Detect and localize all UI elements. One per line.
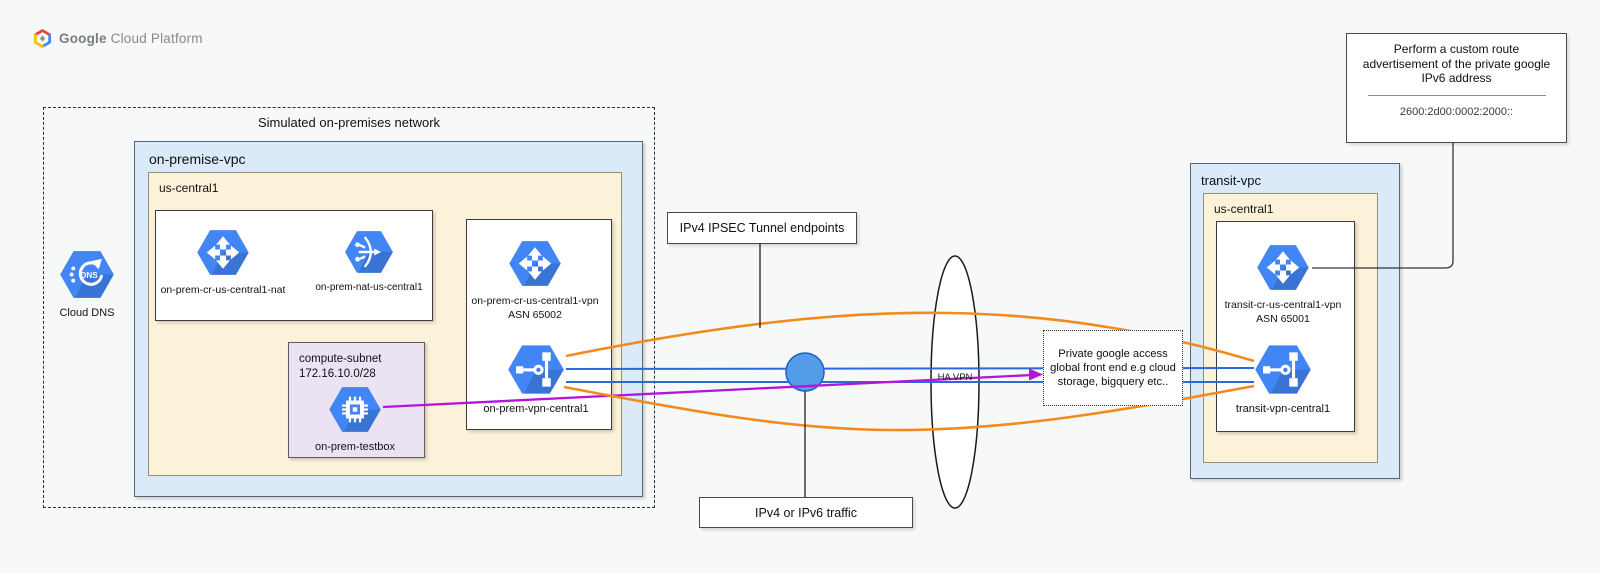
subnet-cidr: 172.16.10.0/28: [299, 367, 376, 380]
note-text: Perform a custom route advertisement of …: [1362, 42, 1551, 86]
transit-vpn-gateway-label: transit-vpn-central1: [1235, 403, 1331, 415]
note-divider: [1367, 94, 1546, 96]
onprem-vpn-gateway-node: on-prem-vpn-central1: [464, 344, 608, 417]
ipv6-route-arrowhead: [1029, 368, 1043, 381]
subnet-title: compute-subnet: [299, 353, 382, 365]
traffic-callout: IPv4 or IPv6 traffic: [699, 497, 913, 528]
cloud-vpn-icon: [507, 344, 565, 395]
onprem-nat-node: on-prem-nat-us-central1: [297, 230, 441, 295]
onprem-network-label: Simulated on-premises network: [257, 115, 441, 130]
onprem-vpn-router-name: on-prem-cr-us-central1-vpn: [471, 295, 599, 307]
note-address: 2600:2d00:0002:2000::: [1399, 105, 1514, 118]
google-cloud-logo-icon: [34, 29, 51, 48]
onprem-nat-card: [155, 210, 433, 321]
route-advertisement-note: Perform a custom route advertisement of …: [1346, 33, 1567, 143]
onprem-nat-label: on-prem-nat-us-central1: [315, 282, 423, 293]
brand-suffix: Cloud Platform: [106, 31, 203, 46]
onprem-testbox-node: on-prem-testbox: [290, 386, 420, 455]
transit-router-name: transit-cr-us-central1-vpn: [1224, 299, 1342, 311]
transit-vpc-label: transit-vpc: [1201, 173, 1261, 188]
brand-google: Google: [59, 31, 107, 46]
cloud-dns-icon: [59, 250, 115, 299]
cloud-router-icon: [508, 240, 562, 287]
onprem-vpn-router-asn: ASN 65002: [508, 308, 562, 321]
ipsec-endpoints-callout: IPv4 IPSEC Tunnel endpoints: [667, 212, 857, 244]
onprem-vpn-router-node: on-prem-cr-us-central1-vpn ASN 65002: [463, 240, 607, 322]
cloud-dns-node: Cloud DNS: [27, 250, 147, 321]
onprem-vpn-gateway-label: on-prem-vpn-central1: [483, 403, 589, 415]
onprem-nat-router-node: on-prem-cr-us-central1-nat: [148, 229, 298, 297]
brand-text: Google Cloud Platform: [59, 31, 203, 46]
transit-router-node: transit-cr-us-central1-vpn ASN 65001: [1214, 244, 1352, 326]
traffic-junction-dot: [785, 352, 825, 392]
ha-vpn-label: HA VPN: [937, 372, 973, 383]
transit-region-label: us-central1: [1214, 202, 1274, 216]
compute-engine-icon: [328, 386, 382, 433]
onprem-vpn-router-label: on-prem-cr-us-central1-vpn ASN 65002: [471, 295, 598, 322]
onprem-nat-router-label: on-prem-cr-us-central1-nat: [160, 284, 286, 296]
brand: Google Cloud Platform: [33, 29, 203, 48]
onprem-region-label: us-central1: [159, 181, 219, 195]
transit-vpn-gateway-node: transit-vpn-central1: [1214, 344, 1352, 417]
cloud-router-icon: [196, 229, 250, 276]
onprem-vpc-label: on-premise-vpc: [149, 151, 246, 167]
onprem-testbox-label: on-prem-testbox: [314, 441, 396, 453]
transit-router-label: transit-cr-us-central1-vpn ASN 65001: [1225, 299, 1342, 326]
private-google-access-box: Private google access global front end e…: [1043, 330, 1183, 406]
cloud-vpn-icon: [1254, 344, 1312, 395]
onprem-network-container: Simulated on-premises network: [43, 107, 655, 508]
cloud-router-icon: [1256, 244, 1310, 291]
transit-router-asn: ASN 65001: [1256, 312, 1310, 325]
cloud-dns-label: Cloud DNS: [59, 307, 115, 319]
cloud-nat-icon: [344, 230, 394, 274]
